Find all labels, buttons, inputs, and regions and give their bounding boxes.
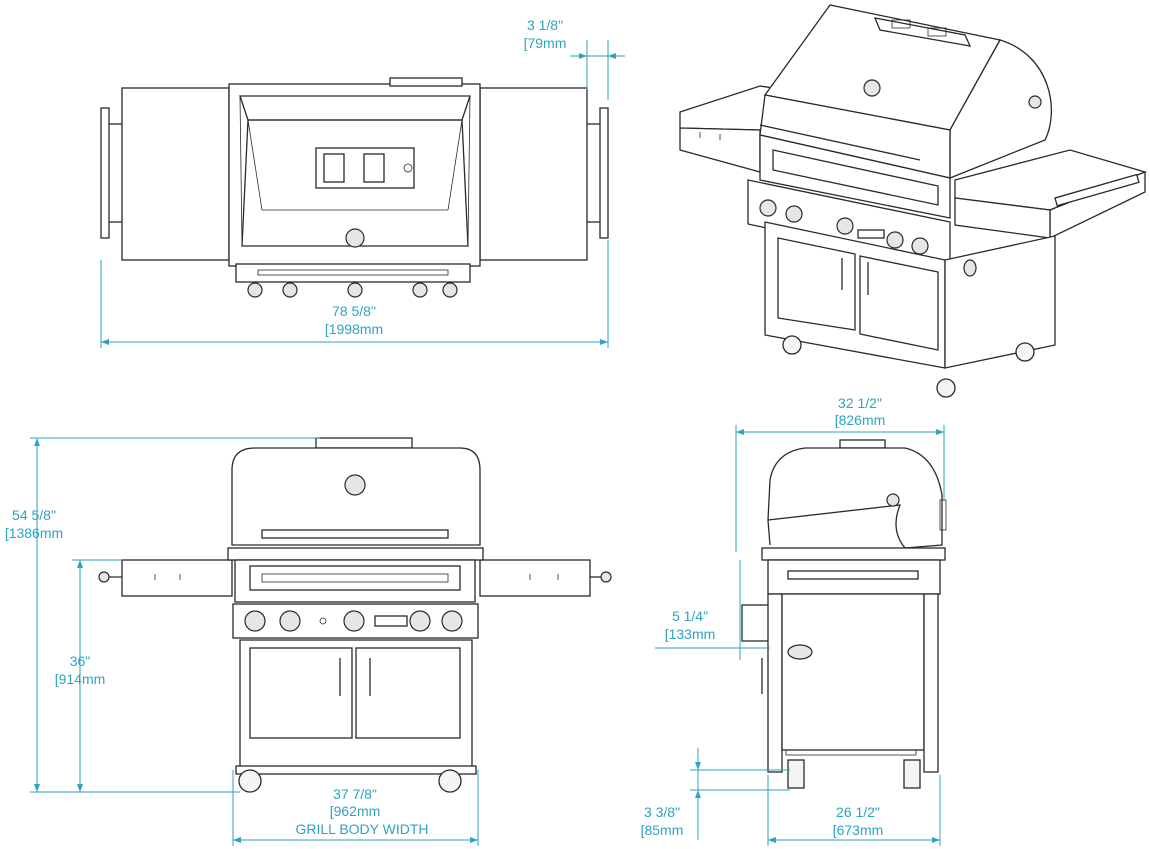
side-hood [767, 447, 943, 549]
iso-thermometer-icon [863, 79, 881, 97]
side-caster-imperial: 3 3/8" [644, 804, 680, 820]
top-view-dimensions: 78 5/8" [1998mm 3 1/8" [79mm [100, 17, 625, 348]
side-caster-rear [903, 759, 921, 789]
side-view-dimensions: 32 1/2" [826mm 5 1/4" [133mm 3 3/8" [85m… [641, 395, 945, 846]
front-body-width-label: GRILL BODY WIDTH [295, 821, 428, 837]
side-shelf-offset-metric: [133mm [665, 626, 716, 642]
front-right-shelf [479, 559, 591, 597]
front-firebox [234, 559, 476, 603]
side-depth-imperial: 32 1/2" [838, 395, 882, 411]
side-shelf-offset-imperial: 5 1/4" [672, 608, 708, 624]
iso-lid-vent [873, 17, 972, 47]
side-body-depth-imperial: 26 1/2" [836, 804, 880, 820]
side-cart-panel [781, 593, 925, 751]
left-shelf-handle [100, 107, 110, 239]
iso-caster-front-left [782, 335, 802, 355]
front-view-dimensions: 54 5/8" [1386mm 36" [914mm 37 7/8" [962m… [5, 437, 479, 846]
isometric-view [679, 4, 1147, 398]
right-side-shelf [479, 87, 588, 261]
front-left-shelf [121, 559, 233, 597]
front-thermometer-icon [344, 474, 366, 496]
front-body-width-imperial: 37 7/8" [333, 786, 377, 802]
front-counter-imperial: 36" [70, 653, 91, 669]
front-lid-vent [315, 437, 413, 449]
front-counter-metric: [914mm [55, 671, 106, 687]
front-view [98, 437, 612, 793]
front-right-door [355, 647, 461, 739]
side-counter-edge [761, 547, 946, 561]
top-knob-row [247, 282, 458, 298]
side-body-depth-metric: [673mm [833, 822, 884, 838]
front-counter-edge [227, 547, 484, 561]
side-view [741, 439, 947, 789]
side-caster-metric: [85mm [641, 822, 684, 838]
side-thermometer-icon [886, 493, 900, 507]
top-thermometer-icon [345, 228, 365, 248]
front-body-width-metric: [962mm [330, 803, 381, 819]
left-side-shelf [121, 87, 230, 261]
front-knob-row [244, 610, 463, 632]
front-caster-left [238, 769, 262, 793]
front-left-door [249, 647, 353, 739]
front-height-imperial: 54 5/8" [12, 507, 56, 523]
top-view [100, 77, 609, 298]
iso-right-shelf-handle [1054, 173, 1140, 207]
front-caster-right [438, 769, 462, 793]
top-width-metric: [1998mm [325, 321, 383, 337]
iso-caster-rear-right [1015, 342, 1035, 362]
iso-caster-front-right [936, 378, 956, 398]
side-depth-metric: [826mm [835, 412, 886, 428]
lid-offset-metric: [79mm [524, 35, 567, 51]
front-hood [231, 447, 481, 546]
side-lid-vent [839, 439, 886, 449]
iso-knob-row [759, 199, 929, 255]
side-caster-front [787, 759, 805, 789]
lid-offset-imperial: 3 1/8" [527, 17, 563, 33]
right-shelf-handle [599, 107, 609, 239]
top-width-imperial: 78 5/8" [332, 303, 376, 319]
top-lid-vent [389, 77, 463, 87]
front-height-metric: [1386mm [5, 525, 63, 541]
